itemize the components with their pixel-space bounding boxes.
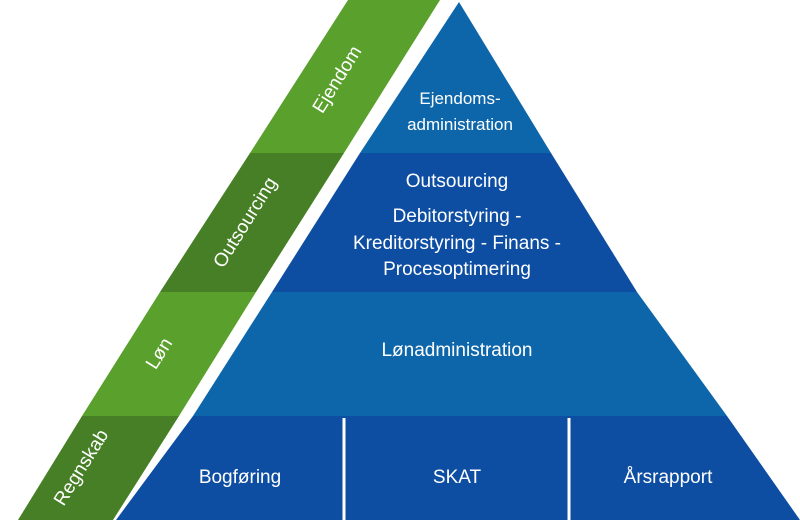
top-label-line2: administration bbox=[407, 115, 513, 134]
top-label-line1: Ejendoms- bbox=[419, 89, 500, 108]
side-band: Ejendom Outsourcing Løn Regnskab bbox=[18, 0, 440, 520]
base-label-bogfoering: Bogføring bbox=[199, 467, 281, 488]
side-segment-regnskab bbox=[18, 416, 179, 520]
pyramid: Ejendoms- administration Outsourcing Deb… bbox=[116, 2, 800, 520]
side-segment-outsourcing bbox=[160, 153, 344, 292]
outsourcing-line3: Procesoptimering bbox=[383, 259, 531, 280]
pyramid-base-tier bbox=[116, 416, 800, 520]
loen-admin-label: Lønadministration bbox=[381, 340, 532, 361]
outsourcing-line1: Debitorstyring - bbox=[393, 206, 522, 227]
outsourcing-title: Outsourcing bbox=[406, 171, 508, 192]
outsourcing-line2: Kreditorstyring - Finans - bbox=[353, 233, 561, 254]
pyramid-loen-tier bbox=[193, 292, 727, 416]
pyramid-outsourcing-tier bbox=[272, 153, 637, 292]
base-label-aarsrapport: Årsrapport bbox=[624, 467, 713, 488]
side-segment-loen bbox=[82, 292, 256, 416]
pyramid-top-tier bbox=[360, 2, 551, 153]
base-label-skat: SKAT bbox=[433, 467, 482, 488]
side-segment-ejendom bbox=[250, 0, 440, 153]
